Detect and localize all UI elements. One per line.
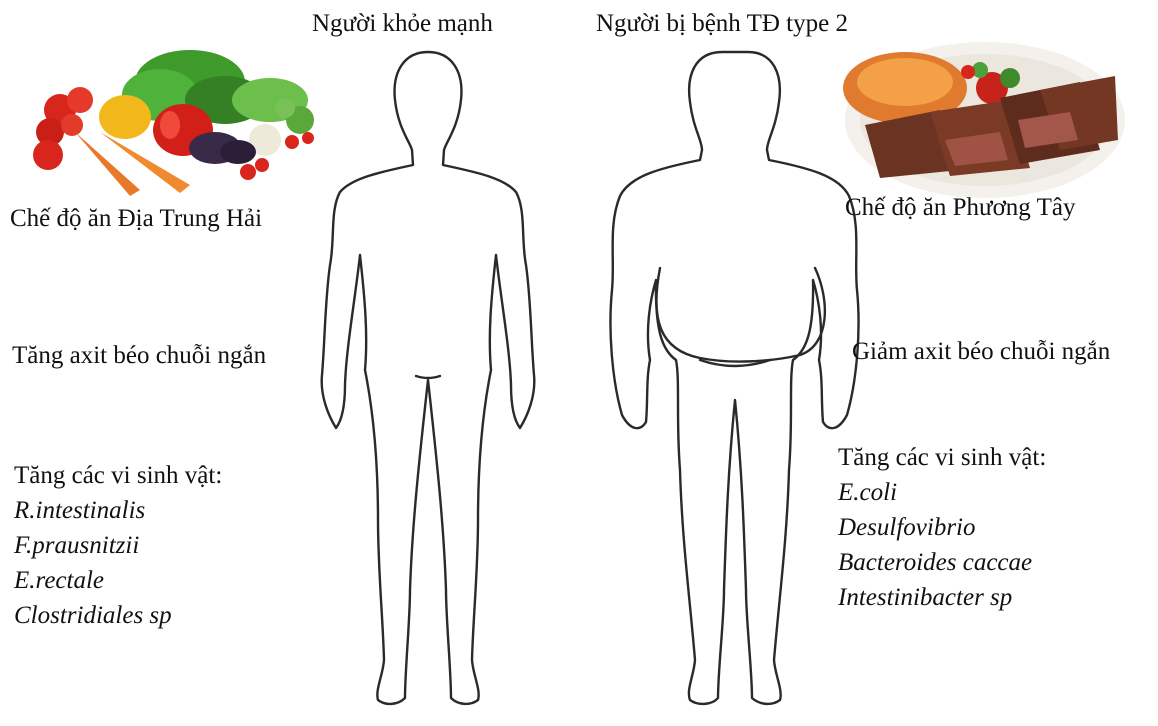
healthy-body-outline: [322, 52, 535, 704]
diabetic-person-title: Người bị bệnh TĐ type 2: [596, 11, 848, 36]
microbe-item: R.intestinalis: [14, 493, 222, 528]
scfa-increase-label: Tăng axit béo chuỗi ngắn: [12, 343, 266, 368]
vegetables-image: [33, 50, 314, 196]
microbes-heading: Tăng các vi sinh vật:: [14, 458, 222, 493]
western-diet-label: Chế độ ăn Phương Tây: [845, 195, 1075, 220]
steak-plate-image: [843, 42, 1125, 198]
mediterranean-diet-label: Chế độ ăn Địa Trung Hải: [10, 206, 262, 231]
microbes-heading: Tăng các vi sinh vật:: [838, 440, 1046, 475]
microbe-item: Bacteroides caccae: [838, 545, 1046, 580]
diabetic-body-outline: [610, 52, 858, 704]
healthy-person-title: Người khỏe mạnh: [312, 11, 493, 36]
diabetic-microbes-list: Tăng các vi sinh vật: E.coli Desulfovibr…: [838, 440, 1046, 615]
healthy-microbes-list: Tăng các vi sinh vật: R.intestinalis F.p…: [14, 458, 222, 633]
microbe-item: F.prausnitzii: [14, 528, 222, 563]
microbe-item: E.coli: [838, 475, 1046, 510]
microbe-item: E.rectale: [14, 563, 222, 598]
microbe-item: Desulfovibrio: [838, 510, 1046, 545]
scfa-decrease-label: Giảm axit béo chuỗi ngắn: [852, 339, 1110, 364]
microbe-item: Intestinibacter sp: [838, 580, 1046, 615]
microbe-item: Clostridiales sp: [14, 598, 222, 633]
